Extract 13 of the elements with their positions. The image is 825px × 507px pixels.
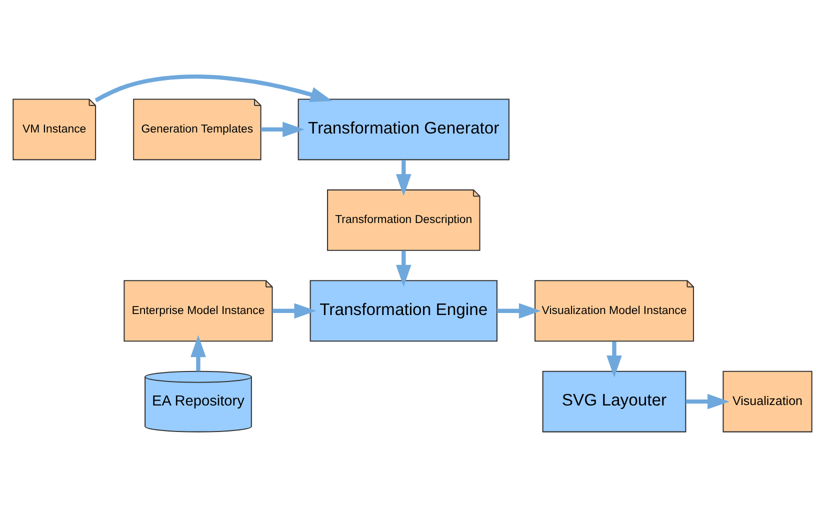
arrow <box>606 340 622 377</box>
arrow <box>396 250 412 286</box>
arrow <box>260 121 305 137</box>
arrow <box>686 393 730 409</box>
node-box: Transformation Engine <box>310 280 498 342</box>
arrow <box>190 334 206 371</box>
arrow <box>497 302 541 318</box>
node-box: SVG Layouter <box>542 370 686 432</box>
arrow <box>396 160 412 196</box>
arrow <box>94 74 332 102</box>
arrow <box>272 302 316 318</box>
node-box: Visualization <box>722 370 812 432</box>
node-box: Transformation Generator <box>298 98 510 160</box>
